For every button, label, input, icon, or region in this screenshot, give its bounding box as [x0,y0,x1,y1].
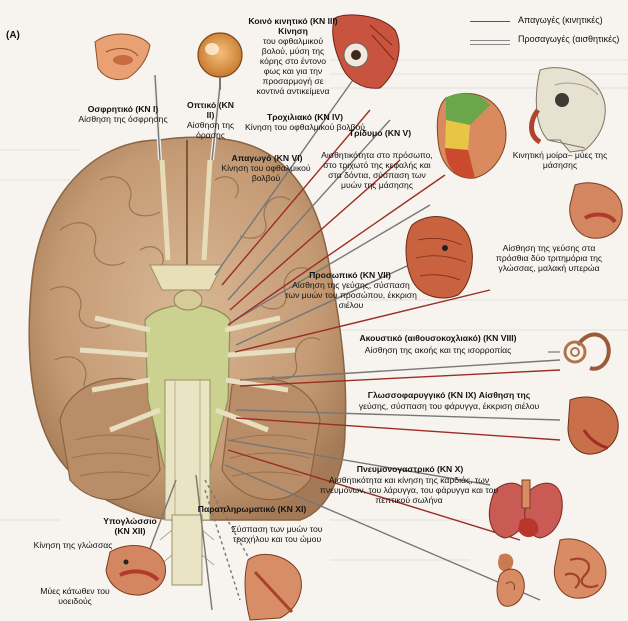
glossopharyngeal-desc: γεύσης, σύσπαση του φάρυγγα, έκκριση σιέ… [318,401,580,411]
facial-desc: Αίσθηση της γεύσης, σύσπαση των μυών του… [285,280,417,310]
hypoglossal-desc: Κίνηση της γλώσσας [28,540,118,550]
olfactory-desc: Αίσθηση της όσφρησης [63,114,183,124]
oculomotor-desc: του οφθαλμικού βολού, μύση της κόρης στο… [253,36,333,96]
outer-ear-illustration [497,569,524,606]
vagus-desc: Αισθητικότητα και κίνηση της καρδιάς, τω… [318,475,500,505]
hypoglossal-muscles-label: Μύες κάτωθεν του υοειδούς [24,586,126,606]
eye-illustration [198,33,242,90]
legend-efferent-line [470,21,510,22]
accessory-desc: Σύσπαση των μυών του τραχήλου και του ώμ… [227,524,327,544]
trigeminal-motor-label: Κινητική μοίρα– μύες της μάσησης [510,150,610,170]
brain-inferior-view [29,137,345,585]
mouth-tongue-illustration [570,183,622,238]
accessory-title: Παραπληρωματικό (ΚΝ ΧΙ) [192,504,312,514]
eye-muscles-illustration [333,15,399,88]
abducens-title: Απαγωγό (ΚΝ VI) [222,153,312,163]
facial-title: Προσωπικό (ΚΝ VII) [285,270,415,280]
glossopharyngeal-title2: Αίσθηση της [479,390,530,400]
hypoglossal-title: Υπογλώσσιο (ΚΝ ΧΙΙ) [95,516,165,536]
legend-afferent-line [470,40,510,45]
glossopharyngeal-title-line: Γλωσσοφαρυγγικό (ΚΝ ΙΧ) Αίσθηση της [318,390,580,400]
oculomotor-title: Κοινό κινητικό (ΚΝ ΙΙΙ) Κίνηση [248,16,338,36]
facial-taste-label: Αίσθηση της γεύσης στα πρόσθια δύο τριτη… [488,243,610,273]
trochlear-title: Τροχιλιακό (ΚΝ ΙV) [250,112,360,122]
vestibulocochlear-desc: Αίσθηση της ακοής και της ισορροπίας [318,345,558,355]
legend-efferent-label: Απαγωγές (κινητικές) [518,15,603,25]
neck-shoulder-illustration [245,554,301,620]
face-trigeminal-zones [437,93,506,178]
vestibulocochlear-title: Ακουστικό (αιθουσοκοχλιακό) (ΚΝ VIII) [318,333,558,343]
legend-afferent-label: Προσαγωγές (αισθητικές) [518,34,619,44]
skull-illustration [532,68,606,152]
glossopharyngeal-title: Γλωσσοφαρυγγικό (ΚΝ ΙΧ) [368,390,477,400]
olfactory-title: Οσφρητικό (ΚΝ Ι) [68,104,178,114]
abducens-desc: Κίνηση του οφθαλμικού βολβού [212,163,320,183]
optic-title: Οπτικό (ΚΝ ΙΙ) [183,100,238,120]
nose-illustration [95,34,150,80]
panel-label: (A) [6,31,20,41]
vagus-title: Πνευμονογαστρικό (ΚΝ Χ) [330,464,490,474]
trigeminal-title: Τρίδυμο (ΚΝ V) [335,128,425,138]
optic-desc: Αίσθηση της όρασης [183,120,238,140]
trigeminal-desc: Αισθητικότητα στο πρόσωπο, στο τριχωτό τ… [318,150,436,190]
